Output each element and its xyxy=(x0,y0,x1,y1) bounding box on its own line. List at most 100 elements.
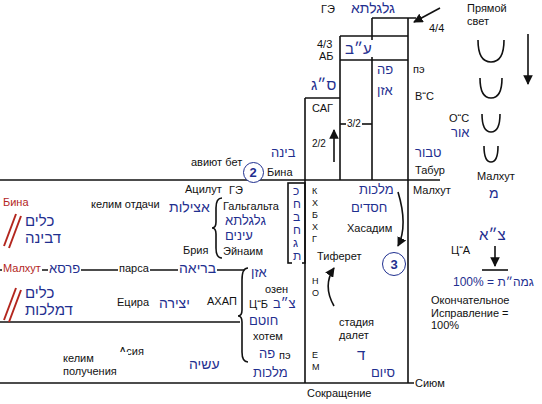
hebrew-label: אזן xyxy=(376,84,394,99)
light-arrow xyxy=(414,8,440,22)
level-line xyxy=(305,97,340,99)
restriction-bar xyxy=(482,269,508,271)
ascent-arrow xyxy=(333,130,335,162)
label: Малхут xyxy=(412,184,452,197)
hebrew-label: פה xyxy=(376,63,394,78)
label: САГ xyxy=(311,102,334,115)
label: К xyxy=(311,186,318,196)
label: ГЭ xyxy=(320,3,336,16)
label: Брия xyxy=(182,244,209,257)
red-label: Малхут xyxy=(2,262,42,275)
curved-arrow xyxy=(398,192,403,246)
cross-out xyxy=(4,214,16,246)
level-line xyxy=(340,35,408,37)
hebrew-label: כ xyxy=(292,185,300,199)
hebrew-label: אור xyxy=(450,126,470,141)
brace xyxy=(238,268,248,362)
hebrew-label: בינה xyxy=(270,146,296,161)
hebrew-label: ג xyxy=(292,237,299,251)
hebrew-label: ח xyxy=(292,198,302,212)
label: келим отдачи xyxy=(90,198,161,211)
sefirot-column xyxy=(288,183,305,263)
label: Гальгальта xyxy=(222,200,280,213)
hebrew-label: עשיה xyxy=(188,356,221,372)
hebrew-label: כלים דמלכות xyxy=(24,284,88,319)
hebrew-label: גמה״ת = 100% xyxy=(452,276,535,290)
sium-line xyxy=(0,382,440,384)
label: Хасадим xyxy=(346,222,393,235)
label: О xyxy=(311,288,320,298)
tabur-line xyxy=(0,179,440,181)
label: Е xyxy=(311,350,319,360)
label: Н xyxy=(311,276,320,286)
label: 2/2 xyxy=(311,138,327,150)
hebrew-label: מלכות xyxy=(252,366,289,381)
label: 4/3 xyxy=(316,38,333,51)
hebrew-label: מלכות xyxy=(358,183,395,198)
hebrew-label: כלים דבינה xyxy=(24,212,86,247)
label: Сокращение xyxy=(306,387,373,400)
label: Сиюм xyxy=(414,377,446,390)
label: Г xyxy=(311,234,318,244)
hebrew-label: ב xyxy=(292,211,301,225)
label: Прямой свет xyxy=(466,2,528,27)
label: Окончательное Исправление = 100% xyxy=(430,294,538,332)
hebrew-label: חוטם xyxy=(248,314,279,329)
label: Б xyxy=(311,210,319,220)
hebrew-label: אצילות xyxy=(168,199,211,215)
red-label: Бина xyxy=(2,196,30,209)
label: Ц“Б xyxy=(248,298,269,311)
hebrew-label: עינים xyxy=(224,229,254,244)
label: Х xyxy=(311,198,319,208)
label: В“С xyxy=(414,90,435,103)
circled-number: 3 xyxy=(382,252,406,276)
hebrew-label: סיום xyxy=(370,366,396,381)
label: Ацилут xyxy=(184,183,223,196)
label: ГЭ xyxy=(228,184,244,197)
circled-number: 2 xyxy=(243,162,264,183)
label: Ецира xyxy=(116,296,150,309)
hebrew-label: ח xyxy=(292,224,302,238)
hebrew-label: גלגלתא xyxy=(350,0,396,16)
circled-number-text: 2 xyxy=(249,166,256,179)
label: М xyxy=(311,362,321,372)
label: парса xyxy=(118,262,150,275)
restriction-arrow xyxy=(494,246,496,266)
label: Малхут xyxy=(476,170,516,183)
hebrew-label: בריאה xyxy=(178,260,217,276)
circled-number-text: 3 xyxy=(390,258,397,271)
hebrew-label: גלגלתא xyxy=(224,214,267,229)
label: авиют бет xyxy=(190,156,243,169)
vessel-cup xyxy=(480,78,502,98)
hebrew-label: פה xyxy=(258,347,276,362)
cross-out xyxy=(9,290,21,322)
hebrew-label: חסדים xyxy=(350,201,388,216)
hebrew-label: פרסא xyxy=(48,262,81,277)
hebrew-label: צ״א xyxy=(478,226,507,243)
hebrew-label: ס״ג xyxy=(310,76,337,93)
label: келим получения xyxy=(62,352,128,377)
label: хотем xyxy=(252,330,284,343)
label: Х xyxy=(311,222,319,232)
hebrew-label: אזן xyxy=(250,266,268,281)
hebrew-label: ע״ב xyxy=(344,40,373,57)
vessel-cup xyxy=(478,40,504,62)
hebrew-label: מ xyxy=(488,185,500,201)
hebrew-label: יצירה xyxy=(158,295,191,311)
label: Табур xyxy=(414,164,446,177)
label: 4/4 xyxy=(428,22,445,35)
curved-arrow xyxy=(328,268,334,306)
world-line xyxy=(0,321,240,323)
label: озен xyxy=(264,283,289,296)
hebrew-label: טבור xyxy=(414,146,443,161)
label: О“С xyxy=(448,112,470,125)
hebrew-label: צ״ב xyxy=(272,297,297,312)
cross-out xyxy=(4,288,16,320)
label: пэ xyxy=(412,63,426,76)
label: АБ xyxy=(318,50,335,63)
light-arrow xyxy=(527,34,529,84)
label: 3/2 xyxy=(346,118,362,130)
cross-out xyxy=(9,216,21,248)
label: пэ xyxy=(278,349,292,362)
